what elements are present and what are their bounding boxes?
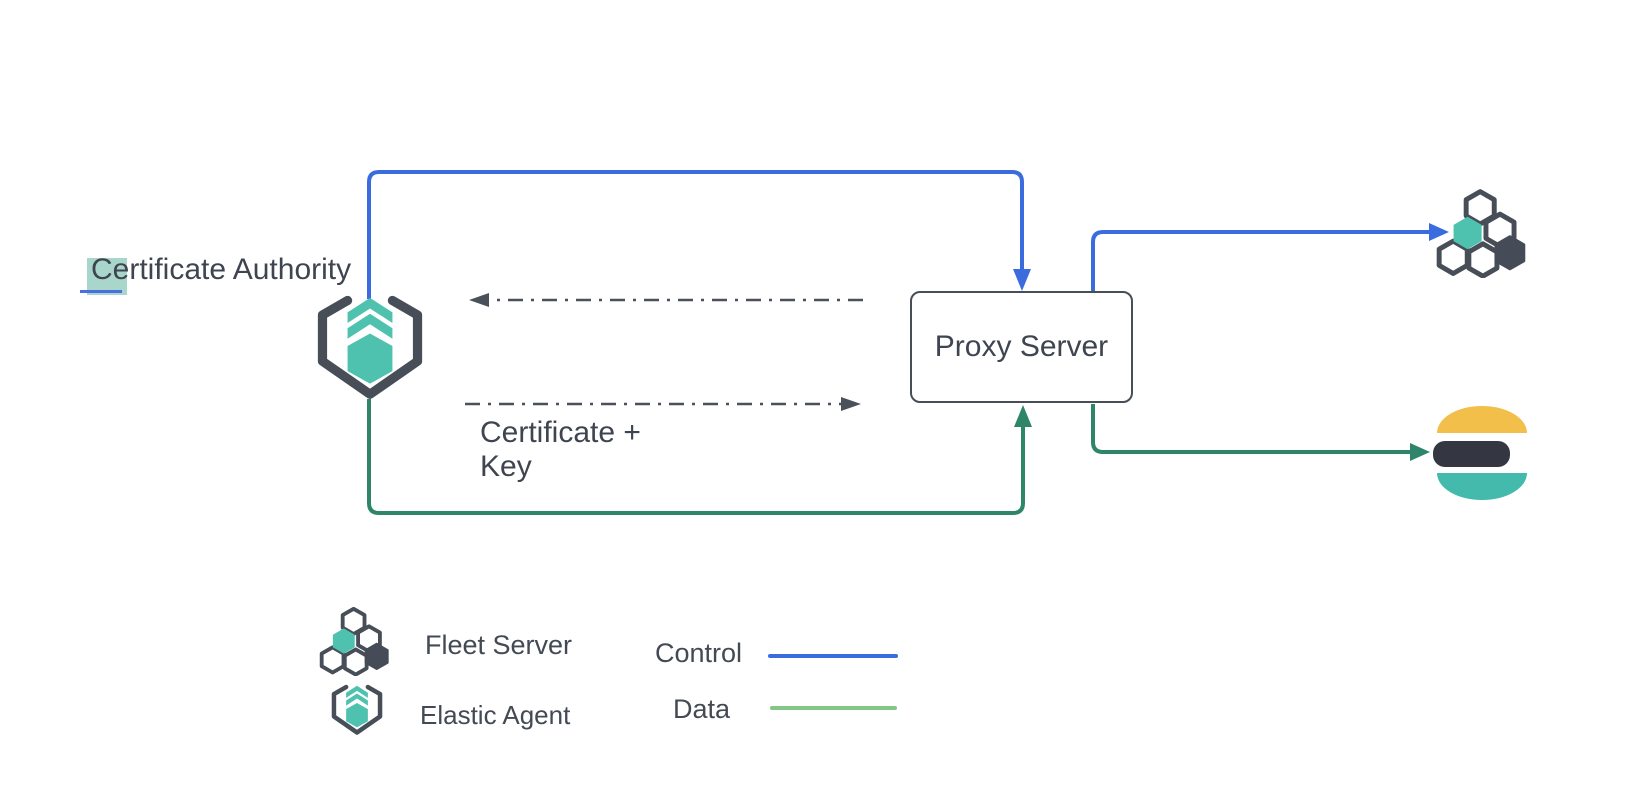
certificate-authority-label[interactable]: Certificate Authority [91,253,352,286]
certificate-key-label-line2: Key [480,450,532,483]
certificate-key-label-line1: Certificate + [480,416,641,449]
elastic-agent-icon[interactable] [304,286,436,418]
data-arrowhead-into-elasticsearch [1410,443,1430,461]
data-edge-agent-to-proxy[interactable] [367,399,1032,515]
elasticsearch-icon[interactable] [1433,402,1527,502]
legend-elastic-agent-icon[interactable] [324,680,390,744]
certificate-request-edge[interactable] [469,293,863,307]
data-arrowhead-into-proxy [1014,405,1032,427]
legend-control-line[interactable] [768,654,898,658]
fleet-server-icon[interactable] [1436,188,1528,278]
control-line-proxy-to-fleet [1091,230,1429,291]
data-edge-proxy-to-elasticsearch[interactable] [1091,404,1430,461]
certificate-key-arrowhead [841,397,861,411]
certificate-key-label[interactable]: Certificate + Key [480,416,641,484]
data-line-agent-to-proxy [367,399,1025,515]
control-line-agent-to-proxy [367,170,1024,299]
proxy-server-node[interactable]: Proxy Server [910,291,1133,403]
legend-fleet-server-icon[interactable] [318,606,392,676]
legend-control-label[interactable]: Control [655,638,743,668]
certificate-request-arrowhead [469,293,489,307]
control-arrowhead-into-proxy [1013,269,1031,291]
legend-data-label[interactable]: Data [673,694,731,724]
legend-fleet-server-label[interactable]: Fleet Server [425,630,573,660]
text-cursor-underline [80,290,122,293]
text-selection-highlight [87,258,127,295]
legend-elastic-agent-label[interactable]: Elastic Agent [420,700,571,730]
certificate-key-edge[interactable] [465,397,861,411]
control-edge-agent-to-proxy[interactable] [367,170,1031,299]
control-arrowhead-into-fleet [1429,223,1449,241]
proxy-server-label: Proxy Server [934,330,1109,363]
control-edge-proxy-to-fleet[interactable] [1091,223,1449,291]
data-line-proxy-to-elasticsearch [1091,404,1410,454]
legend-data-line[interactable] [770,706,897,710]
